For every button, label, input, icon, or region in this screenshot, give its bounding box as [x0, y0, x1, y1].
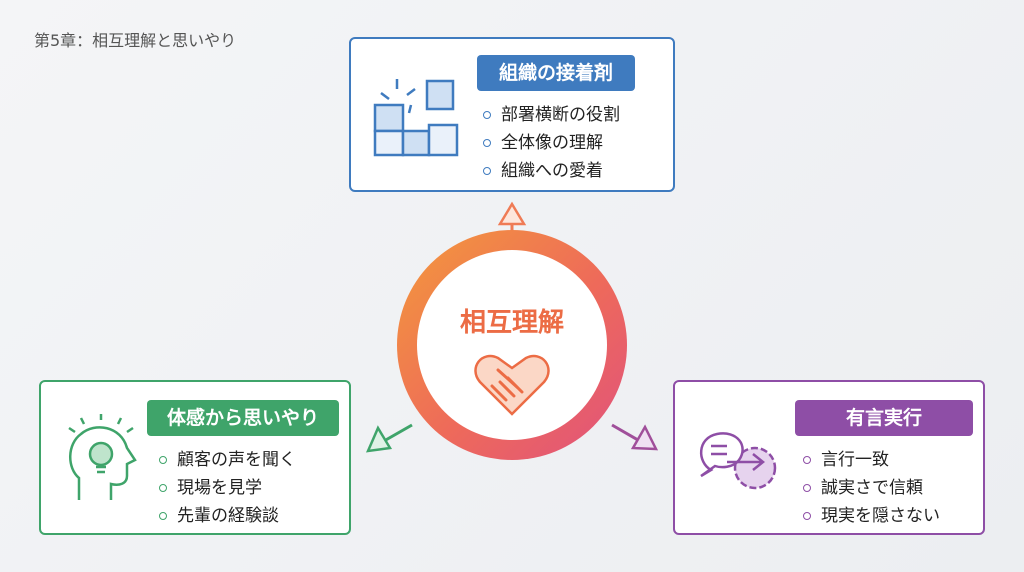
- list-item: 現場を見学: [159, 474, 296, 502]
- list-item-text: 部署横断の役割: [501, 105, 620, 125]
- list-item: 言行一致: [803, 446, 940, 474]
- page-title: 第5章：相互理解と思いやり: [34, 31, 237, 50]
- center-label: 相互理解: [459, 308, 564, 338]
- arrow-left: [383, 423, 413, 443]
- card-organization-glue: 組織の接着剤 部署横断の役割 全体像の理解 組織への愛着: [349, 37, 675, 192]
- list-item-text: 組織への愛着: [501, 161, 603, 181]
- list-item: 全体像の理解: [483, 129, 620, 157]
- card-heading: 組織の接着剤: [477, 55, 635, 91]
- arrow-right: [611, 423, 639, 442]
- card-empathy: 体感から思いやり 顧客の声を聞く 現場を見学 先輩の経験談: [39, 380, 351, 535]
- list-item-text: 先輩の経験談: [177, 506, 279, 526]
- bullet-icon: [803, 456, 811, 464]
- handshake-heart-icon: [474, 354, 550, 416]
- speech-gear-icon: [700, 432, 777, 490]
- card-list: 部署横断の役割 全体像の理解 組織への愛着: [483, 101, 620, 185]
- list-item: 組織への愛着: [483, 157, 620, 185]
- list-item-text: 全体像の理解: [501, 133, 603, 153]
- arrow-up-head: [497, 201, 527, 226]
- bullet-icon: [483, 111, 491, 119]
- list-item: 先輩の経験談: [159, 502, 296, 530]
- head-lightbulb-icon: [68, 414, 137, 500]
- bullet-icon: [483, 139, 491, 147]
- bullet-icon: [159, 456, 167, 464]
- card-list: 言行一致 誠実さで信頼 現実を隠さない: [803, 446, 940, 530]
- list-item: 顧客の声を聞く: [159, 446, 296, 474]
- list-item-text: 顧客の声を聞く: [177, 450, 296, 470]
- list-item: 誠実さで信頼: [803, 474, 940, 502]
- bullet-icon: [483, 167, 491, 175]
- list-item-text: 現実を隠さない: [821, 506, 940, 526]
- list-item-text: 誠実さで信頼: [821, 478, 923, 498]
- list-item: 部署横断の役割: [483, 101, 620, 129]
- card-walk-the-talk: 有言実行 言行一致 誠実さで信頼 現実を隠さない: [673, 380, 985, 535]
- center-circle: 相互理解: [397, 230, 627, 460]
- list-item: 現実を隠さない: [803, 502, 940, 530]
- card-heading: 有言実行: [795, 400, 973, 436]
- card-heading: 体感から思いやり: [147, 400, 339, 436]
- arrow-left-head: [365, 425, 393, 453]
- puzzle-icon: [373, 79, 459, 157]
- bullet-icon: [159, 512, 167, 520]
- list-item-text: 現場を見学: [177, 478, 262, 498]
- card-list: 顧客の声を聞く 現場を見学 先輩の経験談: [159, 446, 296, 530]
- bullet-icon: [159, 484, 167, 492]
- bullet-icon: [803, 512, 811, 520]
- bullet-icon: [803, 484, 811, 492]
- center-circle-inner: 相互理解: [417, 250, 607, 440]
- arrow-right-head: [630, 424, 659, 451]
- list-item-text: 言行一致: [821, 450, 889, 470]
